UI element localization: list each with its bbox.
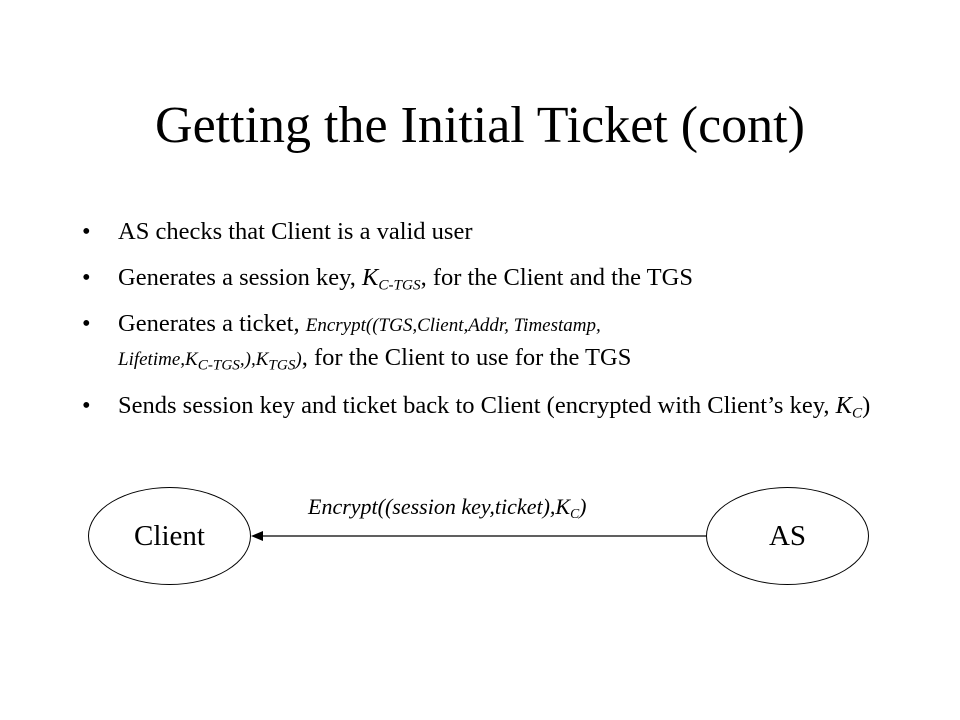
arrow-label-close: ): [579, 494, 587, 519]
encrypt-expression-line1: Encrypt((TGS,Client,Addr, Timestamp,: [305, 315, 601, 336]
key-subscript: C-TGS: [197, 356, 240, 374]
key-subscript: C-TGS: [378, 276, 421, 294]
arrow-label-text: Encrypt((session key,ticket),K: [308, 494, 571, 519]
arrow-label: Encrypt((session key,ticket),KC): [308, 494, 587, 520]
client-label: Client: [134, 519, 205, 552]
bullet-text-tail: , for the Client to use for the TGS: [301, 344, 632, 371]
bullet-text: Generates a session key,: [118, 264, 363, 291]
bullet-item-ticket: • Generates a ticket, Encrypt((TGS,Clien…: [82, 308, 902, 376]
encrypt-expression-mid: ,),K: [239, 349, 269, 370]
as-node: AS: [706, 487, 869, 585]
bullet-item-session-key: • Generates a session key, KC-TGS, for t…: [82, 262, 902, 294]
bullet-text-tail: ): [862, 392, 871, 419]
bullet-text: Generates a ticket,: [118, 310, 306, 337]
bullet-icon: •: [82, 264, 91, 291]
bullet-icon: •: [82, 310, 91, 337]
encrypt-expression-close: ): [295, 349, 302, 370]
arrow-label-subscript: C: [570, 506, 580, 522]
bullet-text-tail: , for the Client and the TGS: [420, 264, 693, 291]
bullet-icon: •: [82, 218, 91, 245]
encrypt-expression-line2: Lifetime,K: [118, 349, 198, 370]
message-diagram: Client AS Encrypt((session key,ticket),K…: [0, 480, 960, 590]
bullet-list: • AS checks that Client is a valid user …: [82, 216, 902, 436]
arrow-head-icon: [251, 531, 263, 541]
as-label: AS: [768, 519, 807, 552]
bullet-item-sends: • Sends session key and ticket back to C…: [82, 390, 902, 422]
slide-title: Getting the Initial Ticket (cont): [155, 97, 805, 154]
key-symbol: K: [362, 264, 379, 291]
arrow-connector: [251, 531, 706, 541]
bullet-icon: •: [82, 392, 91, 419]
key-symbol: K: [835, 392, 852, 419]
key-subscript: C: [851, 404, 863, 422]
bullet-item-as-checks: • AS checks that Client is a valid user: [82, 216, 902, 248]
bullet-text: AS checks that Client is a valid user: [118, 218, 473, 245]
key-subscript: TGS: [268, 356, 296, 374]
bullet-text: Sends session key and ticket back to Cli…: [118, 392, 836, 419]
client-node: Client: [88, 487, 251, 585]
